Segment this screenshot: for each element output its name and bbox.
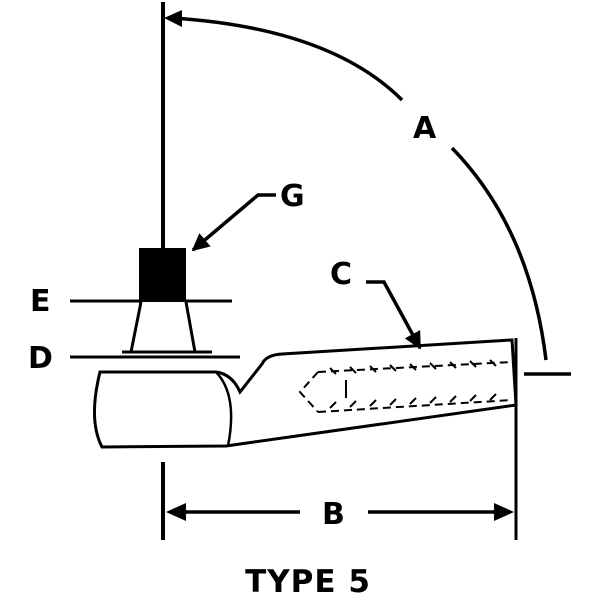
angle-arc-lower <box>450 146 548 361</box>
dimension-b-arrow-right <box>494 503 514 521</box>
housing-neck <box>215 371 233 447</box>
angle-arc-upper <box>171 16 404 102</box>
diagram-caption: TYPE 5 <box>245 564 371 600</box>
label-g: G <box>280 179 305 214</box>
angle-arrowhead <box>164 10 182 27</box>
label-e: E <box>30 284 51 319</box>
leader-c <box>366 280 422 350</box>
stud-taper <box>129 301 197 354</box>
label-a: A <box>413 111 437 146</box>
stud-cap <box>139 248 186 303</box>
leader-g <box>191 193 276 252</box>
label-d: D <box>28 341 53 376</box>
label-b: B <box>322 497 345 532</box>
thread-marks <box>329 359 497 409</box>
dimension-b-arrow-left <box>166 503 186 521</box>
threaded-bore <box>298 361 513 413</box>
label-c: C <box>330 257 352 292</box>
